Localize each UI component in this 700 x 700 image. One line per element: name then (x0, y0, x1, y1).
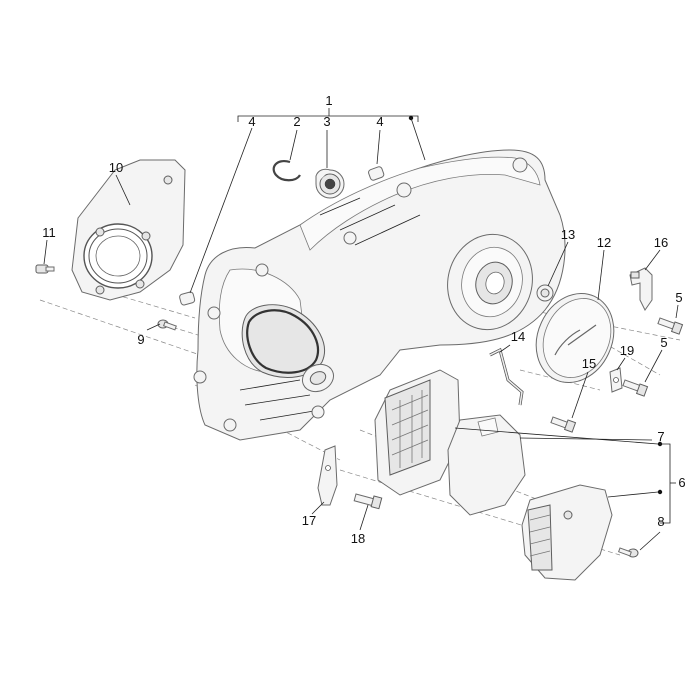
logo-cap (535, 292, 615, 384)
callout-5-upper: 5 (675, 290, 683, 305)
bearing (315, 168, 345, 199)
callout-4-left: 4 (248, 114, 256, 129)
bolt-upper-right (657, 317, 684, 335)
callout-16: 16 (653, 235, 669, 250)
clamp-bracket (629, 267, 653, 311)
screw-8 (617, 547, 639, 558)
small-bracket (609, 367, 623, 393)
grommet (536, 284, 554, 302)
screw-9 (157, 319, 177, 331)
bolt-15 (550, 416, 577, 433)
callout-3: 3 (323, 114, 331, 129)
callout-15: 15 (581, 356, 597, 371)
callout-17: 17 (301, 513, 317, 528)
transmission-cover (193, 149, 566, 441)
screw-11 (35, 264, 55, 274)
callout-5-lower: 5 (660, 335, 668, 350)
callout-14: 14 (510, 329, 526, 344)
bracket-17 (317, 445, 338, 506)
filter-sponge (447, 414, 526, 516)
callout-4-right: 4 (376, 114, 384, 129)
callout-10: 10 (108, 160, 124, 175)
callout-12: 12 (596, 235, 612, 250)
bolt-lower-right (622, 379, 649, 397)
dowel-pin-upper (368, 166, 385, 181)
dowel-pin-lower (179, 291, 196, 306)
inner-cover-plate (71, 159, 186, 301)
callout-9: 9 (137, 332, 145, 347)
intake-outer-cover (521, 484, 613, 581)
callout-6: 6 (678, 475, 686, 490)
callout-1: 1 (325, 93, 333, 108)
air-duct-housing (374, 369, 461, 496)
callout-19: 19 (619, 343, 635, 358)
callout-7: 7 (657, 429, 665, 444)
circlip (272, 160, 301, 182)
pipe-bracket (489, 347, 524, 406)
bolt-18 (353, 493, 383, 510)
callout-18: 18 (350, 531, 366, 546)
leader-lines (43, 108, 679, 551)
callout-8: 8 (657, 514, 665, 529)
callout-13: 13 (560, 227, 576, 242)
callout-2: 2 (293, 114, 301, 129)
callout-11: 11 (42, 225, 56, 240)
